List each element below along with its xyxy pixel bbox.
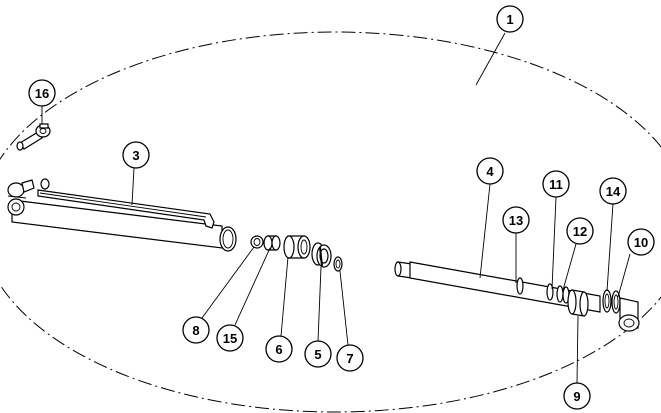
callout-label: 12 (573, 224, 587, 239)
callout-6: 6 (265, 335, 293, 363)
callout-12: 12 (566, 217, 594, 245)
callout-label: 13 (509, 213, 523, 228)
callout-8: 8 (182, 316, 210, 344)
retaining-ring-part (333, 256, 343, 272)
callout-11: 11 (542, 170, 570, 198)
callout-label: 9 (573, 389, 580, 404)
callout-4: 4 (476, 157, 504, 185)
callout-15: 15 (216, 324, 244, 352)
assembly-boundary-outline (0, 31, 661, 413)
callout-label: 16 (35, 86, 49, 101)
callout-label: 4 (486, 164, 494, 179)
leader-lines (41, 32, 631, 384)
piston-part (567, 289, 589, 317)
spacer-part (263, 235, 281, 251)
piston-rod-part (394, 261, 601, 313)
ring-part (250, 235, 264, 249)
callout-14: 14 (599, 177, 627, 205)
callout-label: 7 (346, 351, 353, 366)
callout-13: 13 (502, 206, 530, 234)
callout-7: 7 (336, 344, 364, 372)
callout-16: 16 (28, 79, 56, 107)
callout-3: 3 (122, 141, 150, 169)
tie-rod-end-part (16, 123, 51, 151)
callout-label: 1 (506, 12, 513, 27)
callout-5: 5 (304, 340, 332, 368)
callout-10: 10 (627, 228, 655, 256)
callout-label: 10 (634, 235, 648, 250)
callout-label: 8 (192, 323, 199, 338)
callout-9: 9 (563, 382, 591, 410)
callout-label: 3 (132, 148, 139, 163)
seal-part (311, 242, 332, 268)
rod-eye-part (618, 297, 640, 332)
callout-label: 11 (549, 177, 563, 192)
callout-label: 6 (275, 342, 282, 357)
bushing-part (283, 235, 311, 259)
cylinder-barrel-part (7, 178, 237, 252)
callout-1: 1 (496, 5, 524, 33)
callout-label: 14 (606, 184, 621, 199)
callout-label: 5 (314, 347, 321, 362)
o-ring-part-14 (602, 289, 612, 313)
callout-label: 15 (223, 331, 237, 346)
